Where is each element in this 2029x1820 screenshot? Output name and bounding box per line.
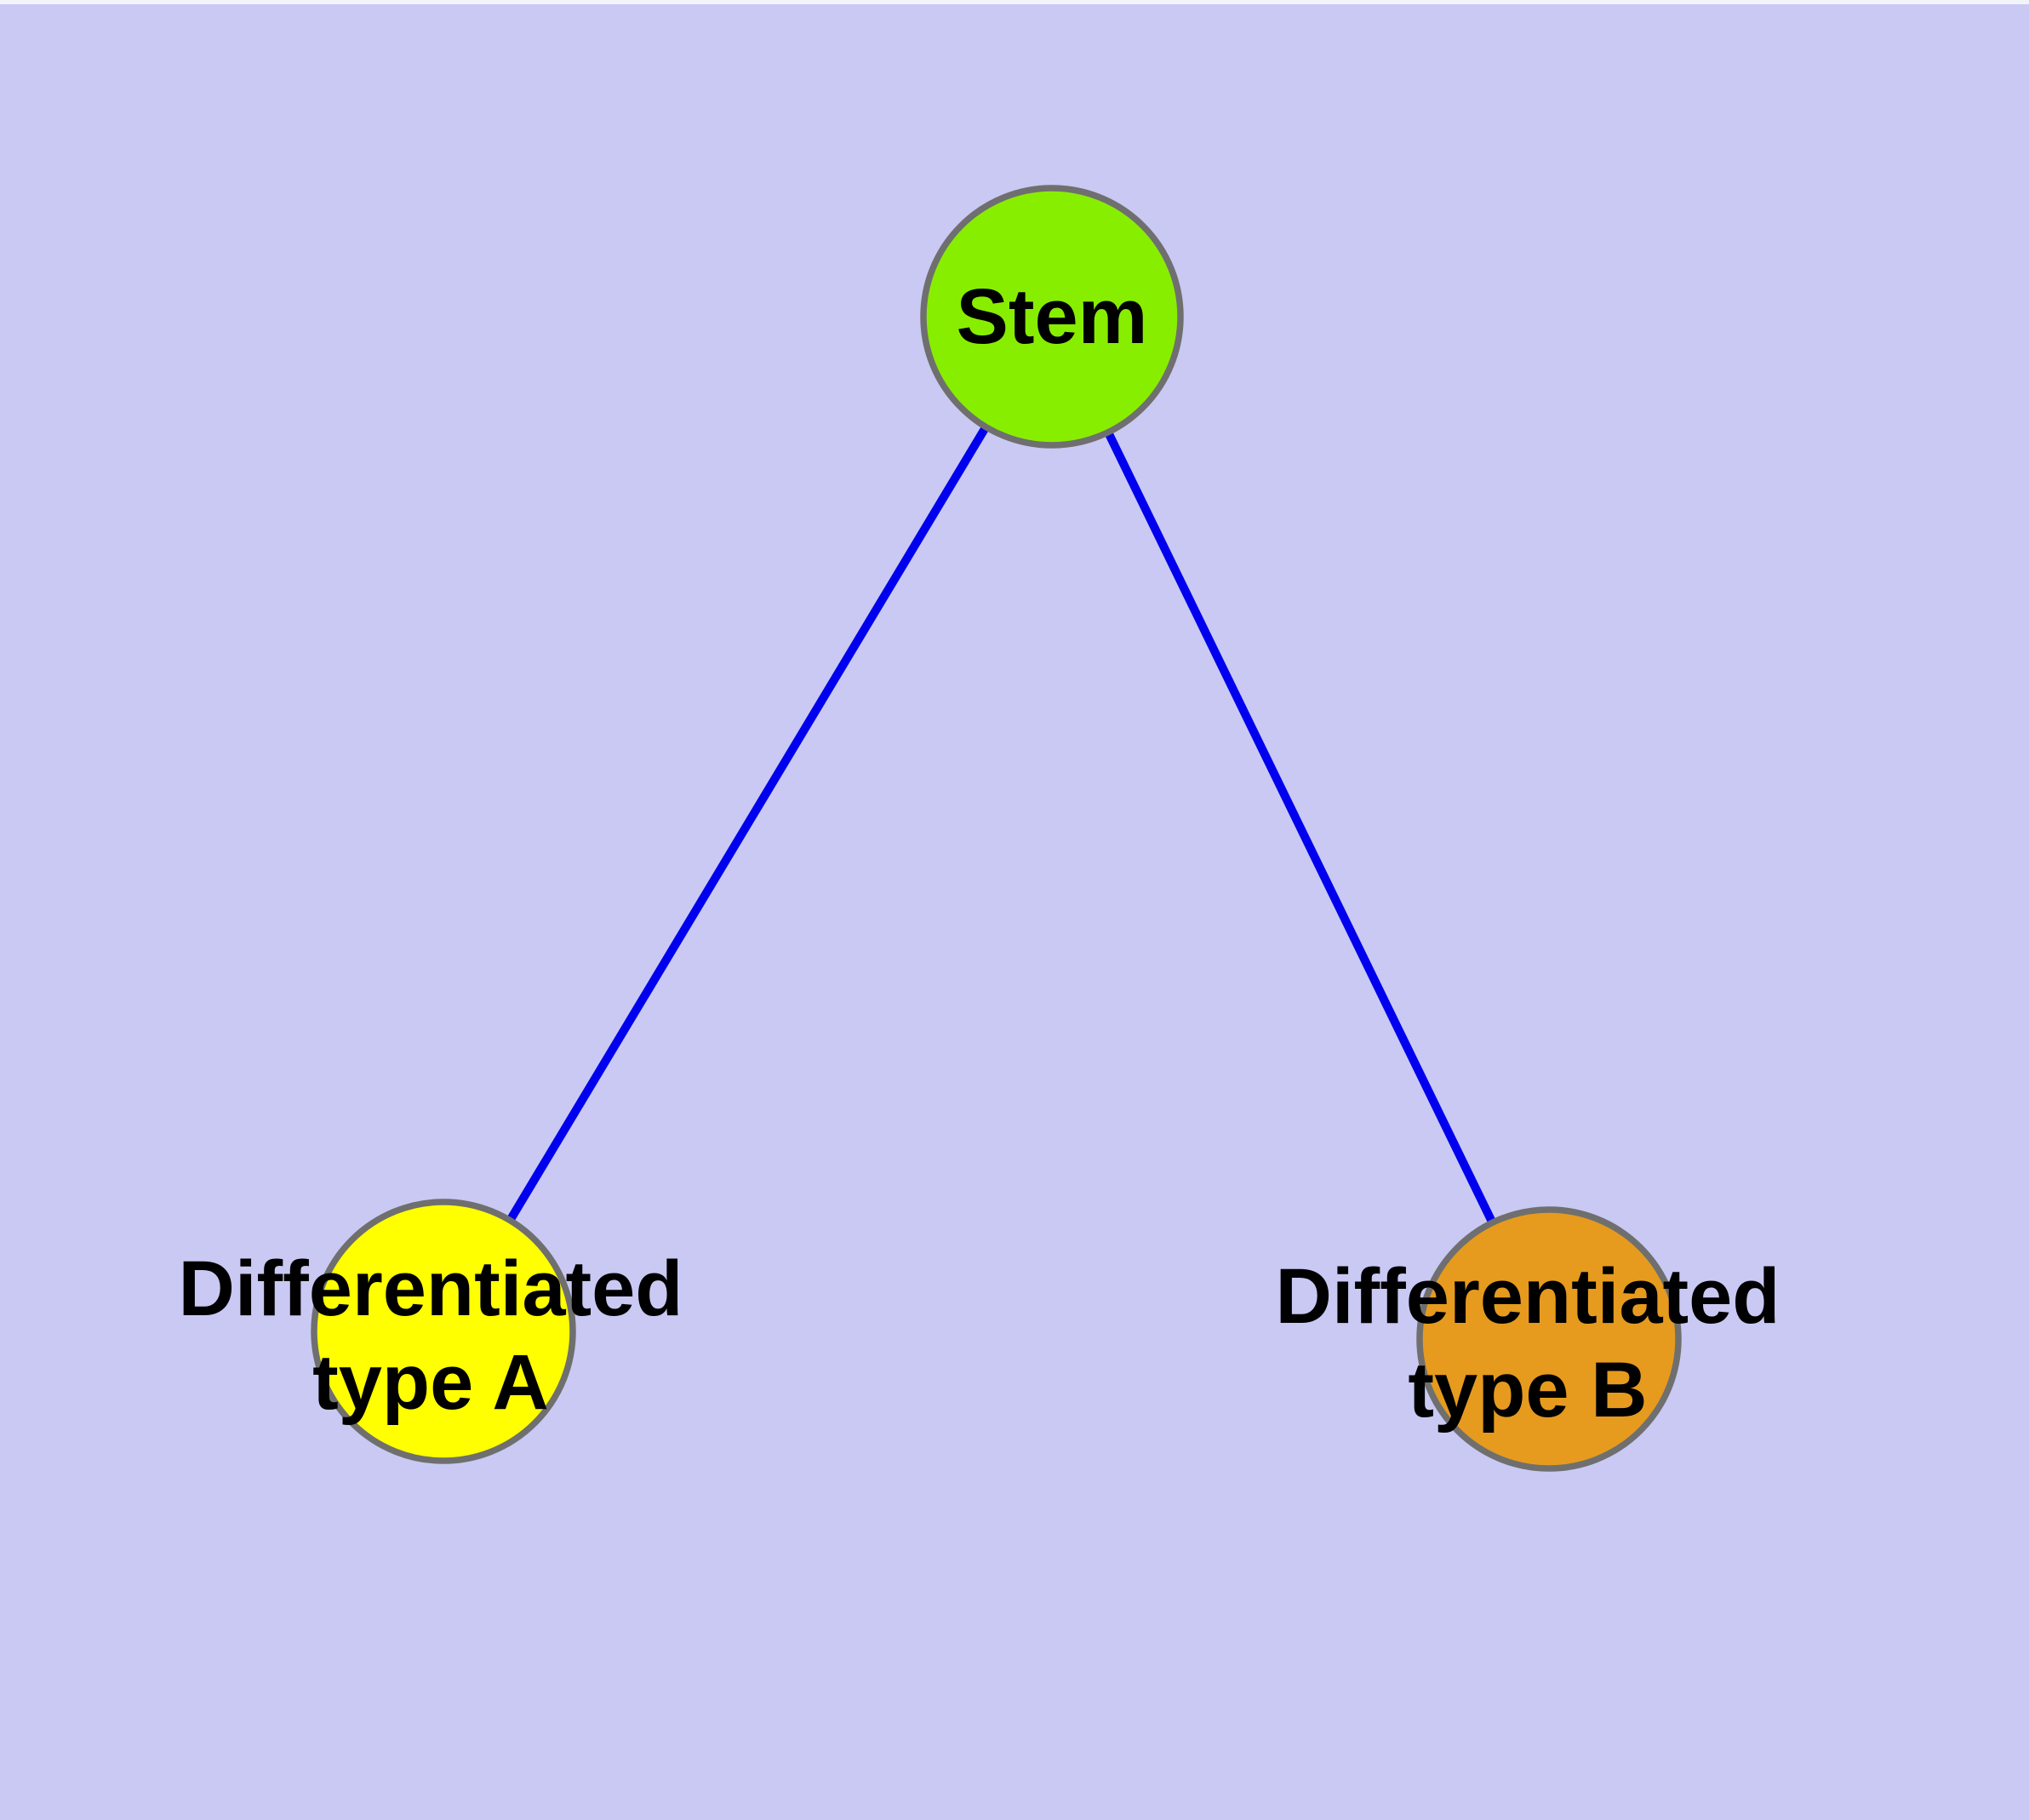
edge-stem-to-diff-a — [439, 314, 1056, 1334]
node-stem-circle — [920, 185, 1184, 449]
top-edge-strip — [0, 0, 2029, 4]
node-diff-a-label-line-1: Differentiated — [179, 1245, 683, 1332]
node-diff-a-circle — [311, 1199, 576, 1464]
node-diff-a-label-line-2: type A — [312, 1339, 549, 1426]
node-stem-label-line-1: Stem — [957, 273, 1148, 360]
node-diff-b-label-line-2: type B — [1408, 1347, 1647, 1434]
node-diff-b-label-line-1: Differentiated — [1276, 1253, 1780, 1340]
edge-stem-to-diff-b — [1048, 314, 1553, 1342]
node-diff-b-circle — [1416, 1206, 1682, 1472]
